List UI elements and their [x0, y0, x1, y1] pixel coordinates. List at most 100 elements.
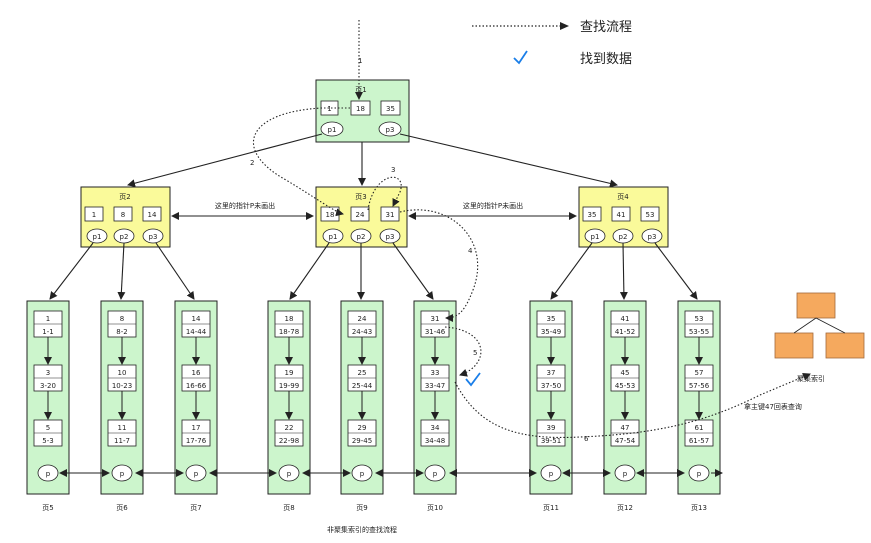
leaf-page-label: 页12 — [617, 504, 633, 512]
leaf-entry-key: 3 — [46, 369, 50, 377]
flow-step-6 — [454, 373, 811, 439]
page-2-pointer — [142, 228, 164, 244]
leaf-entry-key: 57 — [695, 369, 704, 377]
step-labels: 1 2 3 4 5 6 — [250, 57, 589, 443]
leaf-pointer — [111, 464, 133, 482]
page-1: 页1 1 18 35 p1 p3 — [315, 79, 410, 143]
leaf-entry-key: 61 — [695, 424, 704, 432]
leaf-page-label: 页7 — [190, 504, 201, 512]
note-left: 这里的指针P未画出 — [215, 201, 275, 210]
page-2-pointer-text: p1 — [93, 233, 102, 241]
leaf-entry-key: 25 — [358, 369, 367, 377]
step-label: 4 — [468, 247, 473, 255]
page-3-title: 页3 — [355, 193, 366, 201]
leaf-entry-value: 19-99 — [279, 382, 299, 390]
leaf-entry-value: 33-47 — [425, 382, 445, 390]
leaf-entry-value: 17-76 — [186, 437, 207, 445]
leaf-entry-key: 29 — [358, 424, 367, 432]
leaf-entry-value: 39-51 — [541, 437, 561, 445]
leaf-pages: 11-133-2055-3p页588-21010-231111-7p页61414… — [26, 300, 721, 512]
page-4-key-text: 53 — [646, 211, 655, 219]
step-label: 6 — [584, 435, 589, 443]
legend: 查找流程 找到数据 — [472, 20, 632, 67]
leaf-entry-key: 1 — [46, 315, 50, 323]
leaf-pointer — [540, 464, 562, 482]
leaf-page-label: 页11 — [543, 504, 559, 512]
page-1-key-text: 18 — [356, 105, 365, 113]
page-3-key-text: 24 — [356, 211, 365, 219]
edge-page3-page8 — [289, 242, 330, 300]
edge-page4-page12 — [619, 242, 628, 300]
leaf-entry-key: 53 — [695, 315, 704, 323]
leaf-entry-value: 14-44 — [186, 328, 207, 336]
edge-page2-page5 — [49, 242, 94, 300]
leaf-entry-key: 8 — [120, 315, 124, 323]
page-2-title: 页2 — [119, 193, 130, 201]
edge-page4-page11 — [550, 242, 593, 300]
edge-page1-page2 — [127, 133, 323, 188]
leaf-pointer-text: p — [697, 470, 702, 478]
leaf-page-label: 页6 — [116, 504, 128, 512]
leaf-pointer-text: p — [549, 470, 554, 478]
cluster-node-top — [796, 292, 836, 319]
page-4-pointer — [584, 228, 606, 244]
leaf-entry-key: 37 — [547, 369, 556, 377]
leaf-pointer — [37, 464, 59, 482]
page-2-key — [84, 206, 104, 222]
page-1-pointer-text: p1 — [328, 126, 337, 134]
page-1-pointer — [320, 121, 344, 137]
leaf-entry-value: 47-54 — [615, 437, 636, 445]
leaf-entry-value: 41-52 — [615, 328, 635, 336]
edge-page3-page10 — [392, 242, 434, 300]
leaf-entry-value: 25-44 — [352, 382, 373, 390]
leaf-entry-key: 19 — [285, 369, 294, 377]
leaf-entry-key: 35 — [547, 315, 556, 323]
leaf-entry-value: 8-2 — [116, 328, 127, 336]
step-label: 1 — [358, 57, 362, 65]
leaf-entry-key: 16 — [192, 369, 201, 377]
leaf-page-label: 页5 — [42, 504, 53, 512]
clustered-index-icon — [774, 292, 865, 359]
search-flow — [253, 20, 811, 439]
page-4-key-text: 35 — [588, 211, 597, 219]
leaf-pointer — [278, 464, 300, 482]
leaf-entry-value: 1-1 — [42, 328, 53, 336]
leaf-page-label: 页9 — [356, 504, 367, 512]
page-4-key — [640, 206, 660, 222]
page-3-key — [350, 206, 370, 222]
leaf-pointer-text: p — [120, 470, 125, 478]
leaf-entry-value: 10-23 — [112, 382, 132, 390]
edge-page2-page7 — [155, 242, 195, 300]
note-right: 这里的指针P未画出 — [463, 201, 523, 210]
leaf-entry-value: 57-56 — [689, 382, 710, 390]
leaf-entry-key: 10 — [118, 369, 127, 377]
page-4-key — [582, 206, 602, 222]
page-2-key — [113, 206, 133, 222]
leaf-pointer — [185, 464, 207, 482]
page-3: 页3 18 24 31 p1 p2 p3 — [315, 186, 408, 248]
page-4-pointer-text: p2 — [619, 233, 628, 241]
cluster-edge-left — [793, 317, 817, 334]
page-1-key-text: 1 — [327, 105, 331, 113]
leaf-page-label: 页10 — [427, 504, 443, 512]
edge-page4-page13 — [654, 242, 698, 300]
leaf-entry-key: 22 — [285, 424, 294, 432]
page-4-title: 页4 — [617, 193, 629, 201]
page-4-key-text: 41 — [617, 211, 626, 219]
page-1-pointer — [378, 121, 402, 137]
leaf-entry-key: 24 — [358, 315, 367, 323]
leaf-entry-key: 39 — [547, 424, 556, 432]
page-3-pointer — [379, 228, 401, 244]
cluster-node-right — [825, 332, 865, 359]
page-1-key — [350, 100, 371, 116]
leaf-entry-value: 31-46 — [425, 328, 446, 336]
page-3-pointer — [322, 228, 344, 244]
leaf-entry-key: 34 — [431, 424, 440, 432]
leaf-entry-key: 31 — [431, 315, 440, 323]
page-3-pointer-text: p2 — [357, 233, 366, 241]
